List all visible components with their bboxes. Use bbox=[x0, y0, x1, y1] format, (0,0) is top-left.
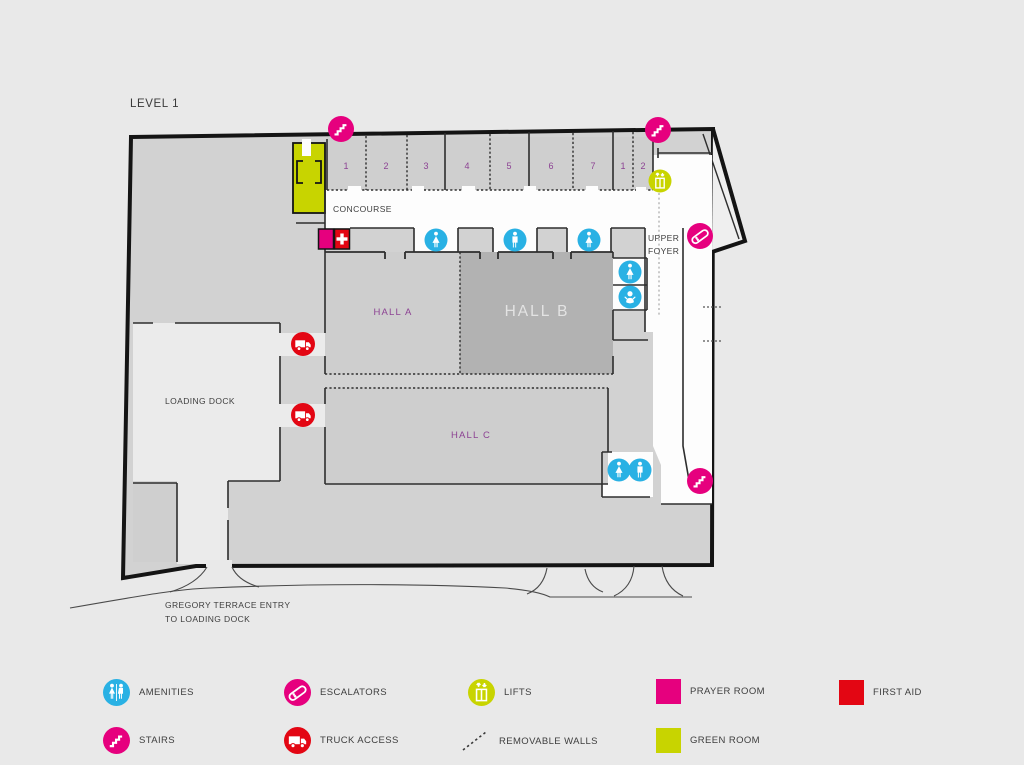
amenity-baby-icon bbox=[618, 285, 642, 309]
legend-item-amenities: AMENITIES bbox=[103, 679, 194, 706]
legend-label: AMENITIES bbox=[139, 687, 194, 698]
room-number: 4 bbox=[464, 161, 470, 171]
legend-label: STAIRS bbox=[139, 735, 176, 746]
truck-icon bbox=[291, 403, 315, 427]
amenity-female-icon bbox=[618, 260, 642, 284]
legend-item-stairs: STAIRS bbox=[103, 727, 175, 754]
legend-label: FIRST AID bbox=[873, 687, 922, 698]
lift-icon bbox=[648, 169, 672, 193]
amenity-female-icon bbox=[577, 228, 601, 252]
hall-a-label: HALL A bbox=[373, 307, 413, 318]
lift-icon bbox=[468, 679, 495, 706]
removable-walls-icon bbox=[460, 729, 490, 753]
legend-item-lifts: LIFTS bbox=[468, 679, 532, 706]
room-number: 1 bbox=[343, 161, 349, 171]
legend-item-first-aid: FIRST AID bbox=[839, 680, 922, 705]
legend-item-removable-walls: REMOVABLE WALLS bbox=[460, 729, 598, 753]
legend-label: ESCALATORS bbox=[320, 687, 388, 698]
stairs-icon bbox=[645, 117, 671, 143]
truck-icon bbox=[284, 727, 311, 754]
stairs-icon bbox=[103, 727, 130, 754]
loading-dock-label: LOADING DOCK bbox=[165, 396, 235, 406]
legend-label: REMOVABLE WALLS bbox=[499, 735, 598, 747]
truck-icon bbox=[291, 332, 315, 356]
stairs-icon bbox=[687, 468, 713, 494]
prayer-room-icon bbox=[317, 228, 335, 250]
stairs-icon bbox=[328, 116, 354, 142]
room-number: 5 bbox=[506, 161, 512, 171]
room-number: 6 bbox=[548, 161, 554, 171]
amenity-female-icon bbox=[607, 458, 631, 482]
first-aid-icon bbox=[333, 228, 351, 250]
amenity-female-icon bbox=[424, 228, 448, 252]
legend-label: LIFTS bbox=[504, 687, 532, 698]
escalator-icon bbox=[687, 223, 713, 249]
amenity-male-icon bbox=[628, 458, 652, 482]
green-room-swatch bbox=[656, 728, 681, 753]
entry-note-label: GREGORY TERRACE ENTRY TO LOADING DOCK bbox=[165, 600, 291, 625]
legend-label: GREEN ROOM bbox=[690, 735, 760, 746]
concourse-label: CONCOURSE bbox=[333, 204, 392, 214]
prayer-room-swatch bbox=[656, 679, 681, 704]
first-aid-swatch bbox=[839, 680, 864, 705]
amenity-male-icon bbox=[503, 228, 527, 252]
amenities-icon bbox=[103, 679, 130, 706]
room-number: 2 bbox=[640, 161, 646, 171]
hall-c-label: HALL C bbox=[450, 430, 492, 441]
legend-item-green-room: GREEN ROOM bbox=[656, 728, 760, 753]
legend-item-escalators: ESCALATORS bbox=[284, 679, 387, 706]
page-title: LEVEL 1 bbox=[130, 98, 180, 110]
upper-foyer-label: UPPER FOYER bbox=[648, 233, 680, 257]
room-number: 2 bbox=[383, 161, 389, 171]
escalator-icon bbox=[284, 679, 311, 706]
legend-item-truck-access: TRUCK ACCESS bbox=[284, 727, 399, 754]
legend-item-prayer-room: PRAYER ROOM bbox=[656, 679, 765, 704]
room-number: 7 bbox=[590, 161, 596, 171]
legend-label: TRUCK ACCESS bbox=[320, 735, 399, 746]
room-number: 3 bbox=[423, 161, 429, 171]
room-number: 1 bbox=[620, 161, 626, 171]
legend-label: PRAYER ROOM bbox=[690, 686, 765, 697]
hall-b-label: HALL B bbox=[504, 303, 570, 320]
